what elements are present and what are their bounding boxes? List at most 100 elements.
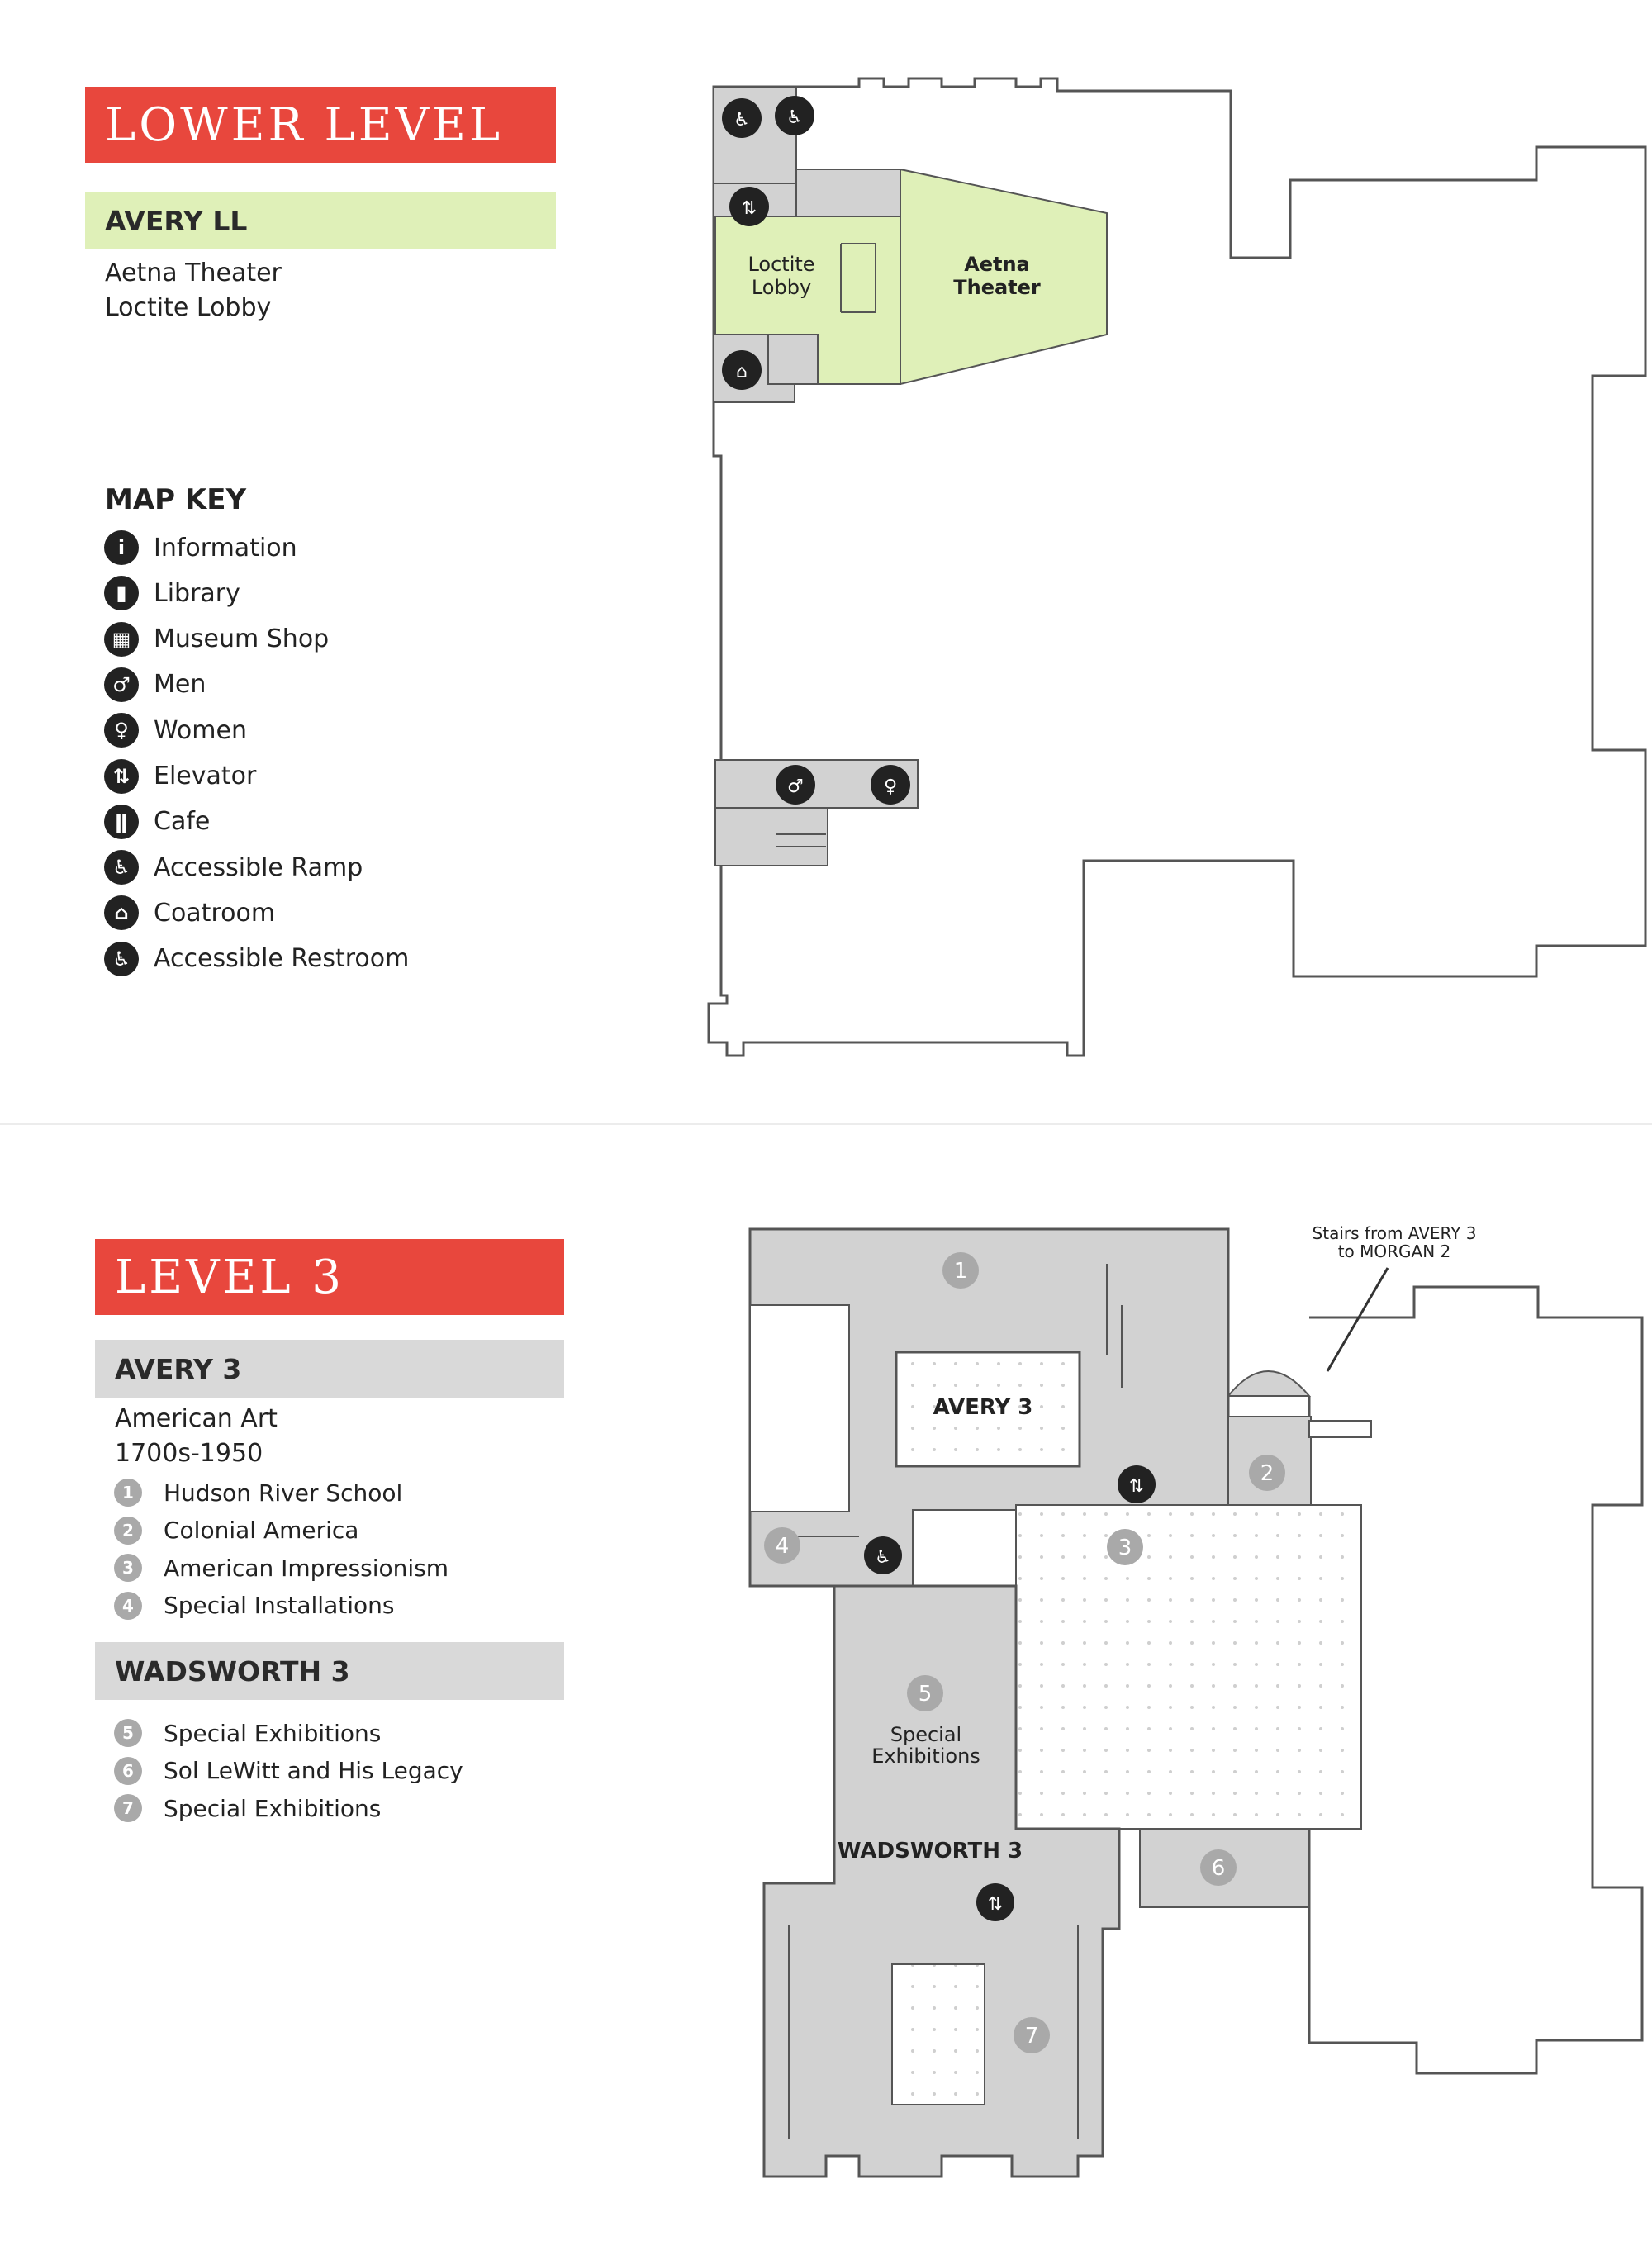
cafe-icon: ǁ <box>104 804 139 839</box>
map-key-item: ♂Men <box>104 664 206 705</box>
level-3-icons: ⇅ ♿ ⇅ <box>864 1465 1156 1921</box>
map-key-label: Elevator <box>154 762 257 790</box>
svg-text:♂: ♂ <box>787 776 804 797</box>
map-gallery-badge-1: 1 <box>942 1252 979 1289</box>
subtitle-line-1: American Art <box>115 1404 278 1433</box>
svg-text:⇅: ⇅ <box>988 1894 1003 1915</box>
map-gallery-badge-number: 4 <box>776 1534 790 1559</box>
map-label-loctite-lobby-2: Lobby <box>752 276 811 299</box>
women-icon: ♀ <box>104 713 139 748</box>
gallery-name: Colonial America <box>164 1517 359 1544</box>
wadsworth-3-bar: WADSWORTH 3 <box>95 1642 564 1700</box>
map-gallery-badge-3: 3 <box>1107 1529 1143 1565</box>
gallery-name: Hudson River School <box>164 1479 403 1507</box>
elevator-icon-wadsworth: ⇅ <box>976 1883 1014 1921</box>
wadsworth-courtyard <box>891 1963 985 2105</box>
elevator-icon: ⇅ <box>104 758 139 794</box>
map-key-label: Accessible Restroom <box>154 944 410 974</box>
map-gallery-badge-number: 7 <box>1025 2024 1039 2048</box>
map-key-label: Information <box>154 533 297 563</box>
map-label-aetna-theater-1: Aetna <box>964 253 1030 276</box>
lower-level-title: LOWER LEVEL <box>105 97 504 152</box>
svg-text:⇅: ⇅ <box>1129 1476 1144 1497</box>
map-key-item: ⇅ Elevator <box>104 756 256 797</box>
avery-3-center <box>895 1351 1081 1468</box>
map-gallery-badge-number: 2 <box>1260 1461 1275 1486</box>
map-gallery-badge-number: 3 <box>1118 1536 1132 1560</box>
avery-3-title: AVERY 3 <box>115 1352 242 1385</box>
gallery-name: Special Exhibitions <box>164 1794 382 1822</box>
map-key-item: ♿ Accessible Restroom <box>104 938 409 980</box>
svg-text:♿: ♿ <box>875 1547 891 1568</box>
subtitle-line-2: 1700s-1950 <box>115 1439 263 1468</box>
map-key-label: Coatroom <box>154 898 276 928</box>
stairs-pointer <box>1326 1267 1389 1372</box>
svg-text:♿: ♿ <box>786 107 803 128</box>
accessible-restroom-icon-women: ♿ <box>722 98 762 138</box>
courtyard-left <box>749 1304 850 1512</box>
map-key-item: ▦Museum Shop <box>104 619 329 660</box>
coatroom-icon: ⌂ <box>104 895 139 931</box>
map-gallery-badge-4: 4 <box>764 1527 800 1564</box>
map-gallery-badge-5: 5 <box>907 1675 943 1711</box>
avery-ll-spaces: Aetna Theater Loctite Lobby <box>105 256 282 325</box>
map-key-label: Accessible Ramp <box>154 852 363 882</box>
accessible-restroom-icon: ♿ <box>104 941 139 976</box>
lower-level-rooms <box>713 86 1108 866</box>
map-label-aetna-theater-2: Theater <box>953 276 1041 299</box>
gallery-number-badge: 6 <box>114 1756 142 1785</box>
stair-connector <box>1308 1420 1372 1438</box>
map-key-label: Women <box>154 715 247 745</box>
library-icon: ▮ <box>104 576 139 611</box>
wadsworth-3-title: WADSWORTH 3 <box>115 1654 350 1688</box>
gallery-number-badge: 2 <box>114 1516 142 1545</box>
map-key-label: Cafe <box>154 807 211 837</box>
gallery-list-item: 6 Sol LeWitt and His Legacy <box>114 1753 463 1789</box>
stair-bottom <box>767 334 819 385</box>
information-icon: i <box>104 530 139 565</box>
lower-level-icons: ♿ ♿ ⇅ ⌂ ♂ ♀ <box>722 96 910 805</box>
gallery-number-badge: 3 <box>114 1554 142 1582</box>
map-label-special-exhibitions-1: Special <box>890 1723 961 1746</box>
map-key-item: ♀ Women <box>104 710 247 751</box>
map-gallery-badge-2: 2 <box>1249 1455 1285 1491</box>
accessible-restroom-icon-men: ♿ <box>775 96 814 135</box>
accessible-ramp-icon: ♿ <box>864 1536 902 1574</box>
svg-text:⌂: ⌂ <box>736 362 748 382</box>
map-label-loctite-lobby-1: Loctite <box>748 253 814 276</box>
dotted-courtyard <box>1015 1504 1362 1830</box>
map-label-special-exhibitions-2: Exhibitions <box>871 1745 980 1768</box>
map-key-item: ǁ Cafe <box>104 801 210 843</box>
map-key-label: Library <box>154 578 240 608</box>
svg-text:⇅: ⇅ <box>742 198 757 219</box>
avery-3-bar: AVERY 3 <box>95 1340 564 1398</box>
accessible-ramp-icon: ♿ <box>104 850 139 885</box>
aetna-theater-room <box>900 168 1108 386</box>
gallery-name: Sol LeWitt and His Legacy <box>164 1757 463 1784</box>
map-key-title: MAP KEY <box>105 483 247 516</box>
map-key-item: ⌂ Coatroom <box>104 892 275 933</box>
lower-level-map <box>707 77 1647 1057</box>
gallery-number-badge: 4 <box>114 1591 142 1620</box>
map-gallery-badge-number: 6 <box>1212 1856 1226 1881</box>
men-icon: ♂ <box>776 765 815 805</box>
gallery-number-badge: 1 <box>114 1479 142 1507</box>
gallery-number-badge: 5 <box>114 1719 142 1747</box>
gallery-name: Special Installations <box>164 1592 395 1619</box>
stair-top <box>795 169 901 217</box>
gallery-list-item: 2 Colonial America <box>114 1512 358 1549</box>
svg-text:♿: ♿ <box>733 110 750 131</box>
elevator-icon-avery: ⇅ <box>1118 1465 1156 1503</box>
map-gallery-badge-6: 6 <box>1200 1849 1237 1886</box>
svg-text:♀: ♀ <box>884 776 897 797</box>
map-gallery-badge-7: 7 <box>1014 2017 1050 2053</box>
space-loctite-lobby: Loctite Lobby <box>105 293 272 322</box>
stairs-note-1: Stairs from AVERY 3 <box>1313 1223 1477 1243</box>
level-3-map <box>748 1227 1644 2178</box>
morgan-outline <box>1308 1285 1644 2075</box>
stair-block-mid <box>714 807 828 866</box>
avery-3-subtitle: American Art 1700s-1950 <box>115 1402 278 1471</box>
